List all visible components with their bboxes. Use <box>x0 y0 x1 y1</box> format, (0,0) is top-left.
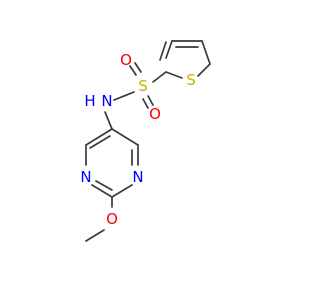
bond-c2-double <box>159 41 167 61</box>
thiophene-sulfur: S <box>186 71 196 89</box>
bond-s-o-bottom-1 <box>142 98 149 109</box>
bond-o-ch3 <box>85 229 105 242</box>
sulfonyl-sulfur: S <box>138 77 148 95</box>
methoxy-oxygen: O <box>106 210 118 228</box>
bond-s-o-bottom-2 <box>147 95 154 106</box>
bond-s-o-top-2 <box>134 62 142 73</box>
bond-c6-c5 <box>111 128 139 146</box>
pyrimidine-nitrogen-right: N <box>132 168 143 186</box>
sulfonyl-oxygen-bottom: O <box>149 105 161 123</box>
bond-c2-c3 <box>165 40 173 59</box>
pyrimidine-nitrogen-left: N <box>80 168 91 186</box>
bond-c2-n1 <box>111 184 133 198</box>
bond-c4-c5 <box>201 40 211 65</box>
amine-nitrogen: N <box>101 92 112 110</box>
bond-n3-c2 <box>91 184 113 198</box>
atom-label-layer: O S O S N H N N O <box>80 51 195 228</box>
bond-c5-s <box>197 63 211 77</box>
bond-n3-c2-inner <box>95 180 113 191</box>
molecule-structure: O S O S N H N N O <box>80 40 211 242</box>
bond-c5-c4 <box>85 128 113 146</box>
bond-c5-c4-inner <box>89 135 111 149</box>
bond-s-n <box>113 91 135 101</box>
bond-layer <box>85 40 211 242</box>
bond-s-o-top-1 <box>129 65 137 76</box>
bond-n-c5 <box>104 111 113 130</box>
sulfonyl-oxygen-top: O <box>120 51 132 69</box>
bond-s-c2 <box>165 71 183 79</box>
bond-so2-thiophene <box>152 71 167 83</box>
amine-hydrogen: H <box>84 92 95 110</box>
